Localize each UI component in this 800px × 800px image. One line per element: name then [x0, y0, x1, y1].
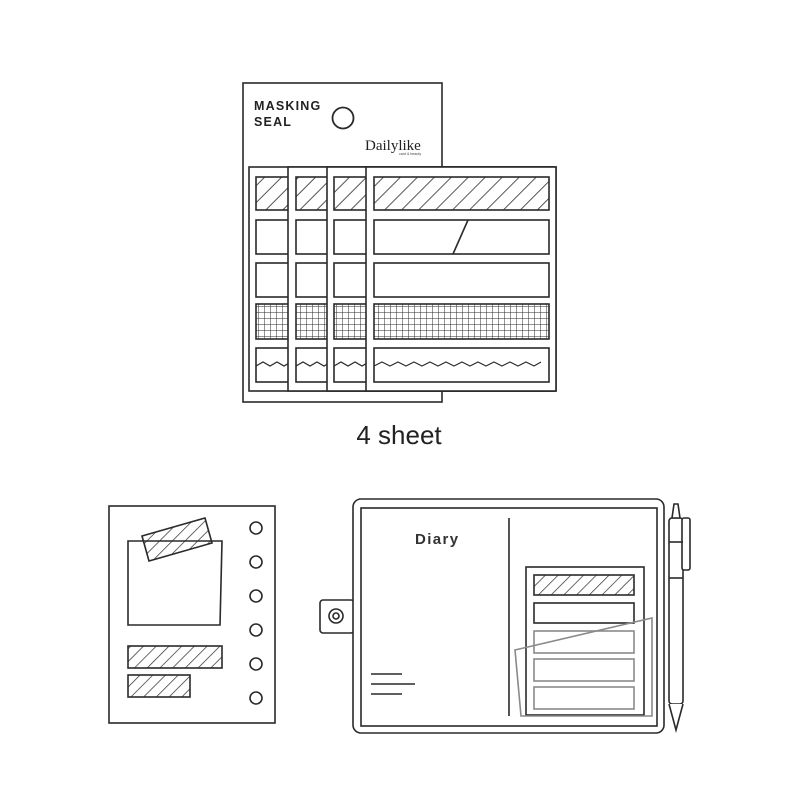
hang-hole-icon: [331, 106, 355, 130]
tape-strip-long: [127, 645, 223, 669]
tape-strip-on-note: [141, 517, 213, 562]
brand-tagline: card & beauty: [399, 152, 421, 156]
notebook-page: [108, 505, 276, 724]
text-lines: [371, 673, 415, 695]
brand-logo: Dailylike: [365, 138, 421, 154]
package-title-line2: SEAL: [254, 115, 292, 129]
package-title-line1: MASKING: [254, 99, 321, 113]
pen-icon: [668, 503, 691, 734]
diary-notebook: [319, 498, 665, 734]
clear-pocket: [514, 616, 653, 717]
strap-button-icon: [319, 599, 355, 634]
binder-ring-icon: [249, 521, 263, 705]
sheet-count-caption: 4 sheet: [356, 420, 442, 450]
seal-sheet-4: [365, 166, 557, 392]
diary-title: Diary: [415, 531, 460, 548]
tape-strip-short: [127, 674, 191, 698]
